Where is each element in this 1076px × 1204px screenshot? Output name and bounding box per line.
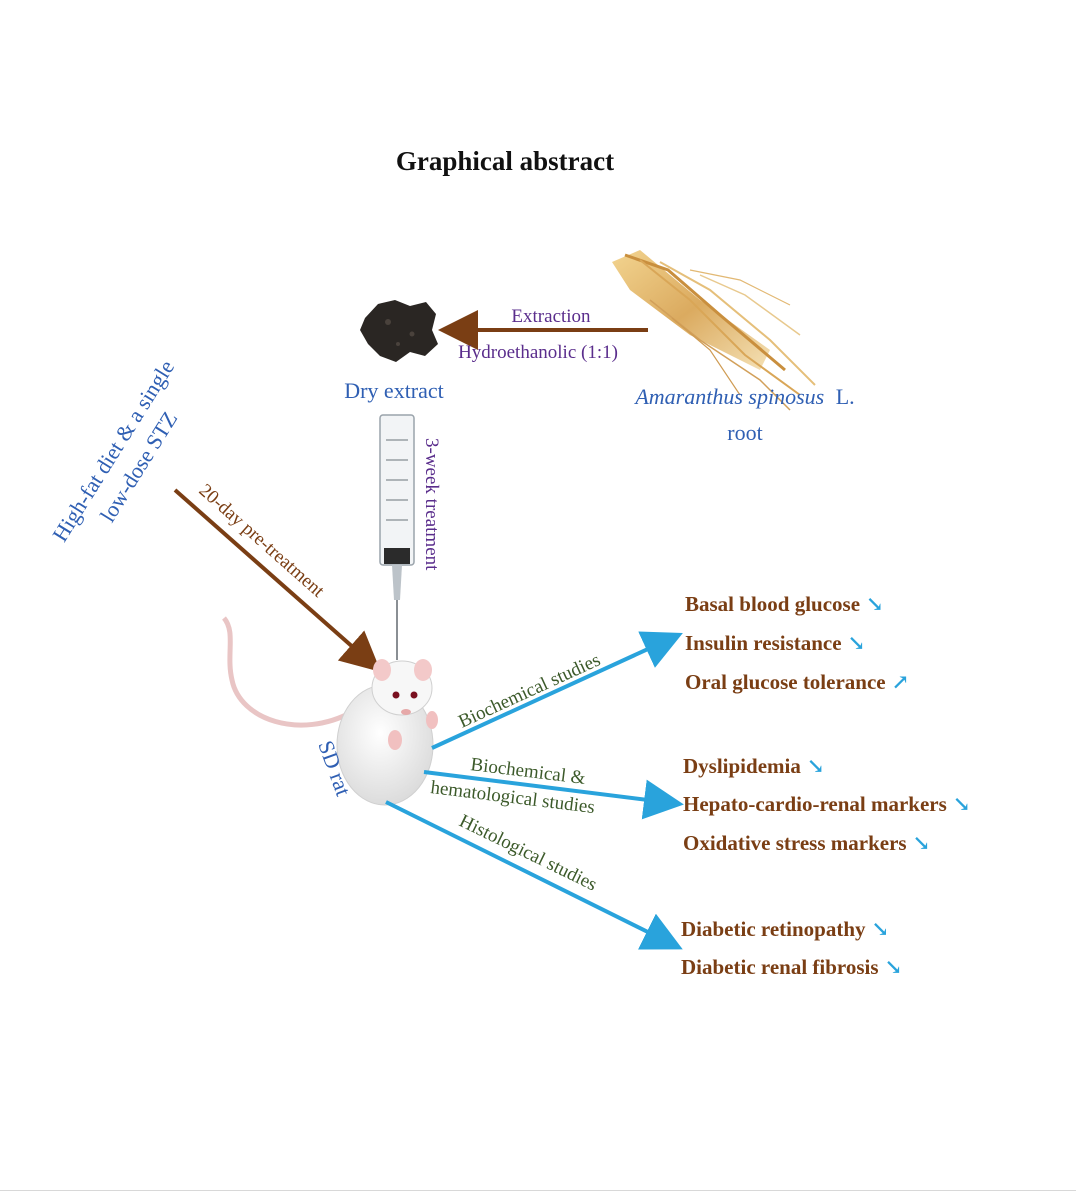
plant-species: Amaranthus spinosus (633, 384, 824, 409)
outcome-item: Diabetic renal fibrosis↘ (681, 955, 902, 979)
rat-image (221, 616, 438, 806)
histological-studies-label: Histological studies (456, 811, 600, 896)
outcome-item: Insulin resistance↘ (685, 631, 865, 655)
outcome-item: Diabetic retinopathy↘ (681, 917, 889, 941)
decrease-arrow-icon: ↘ (953, 792, 971, 816)
root-image (612, 250, 816, 411)
decrease-arrow-icon: ↘ (913, 831, 931, 855)
decrease-arrow-icon: ↘ (866, 592, 884, 616)
outcomes-list: Basal blood glucose↘ Insulin resistance↘… (681, 592, 970, 979)
decrease-arrow-icon: ↘ (807, 754, 825, 778)
increase-arrow-icon: ↗ (892, 670, 910, 694)
outcome-item: Oral glucose tolerance↗ (685, 670, 909, 694)
outcome-item: Basal blood glucose↘ (685, 592, 884, 616)
treatment-label: 3-week treatment (421, 438, 442, 571)
biochem-hemato-arrow (423, 770, 684, 820)
biochemical-arrow (431, 631, 683, 750)
plant-authority: L. (836, 384, 855, 409)
outcome-item: Dyslipidemia↘ (683, 754, 824, 778)
outcome-item: Hepato-cardio-renal markers↘ (683, 792, 970, 816)
plant-part: root (727, 420, 762, 445)
dry-extract-label: Dry extract (344, 378, 444, 403)
page-title: Graphical abstract (396, 146, 614, 176)
dry-extract-image (360, 300, 438, 362)
histological-arrow (385, 800, 683, 950)
pretreatment-arrow (173, 488, 381, 672)
biochemical-studies-label: Biochemical studies (455, 650, 603, 733)
pretreatment-label: 20-day pre-treatment (195, 480, 329, 602)
induction-text: High-fat diet & a single low-dose STZ (47, 356, 182, 546)
extraction-label: Extraction (511, 306, 591, 327)
outcome-item: Oxidative stress markers↘ (683, 831, 930, 855)
decrease-arrow-icon: ↘ (872, 917, 890, 941)
solvent-label: Hydroethanolic (1:1) (458, 342, 618, 363)
syringe-image (379, 414, 415, 660)
plant-name: Amaranthus spinosus L. (633, 384, 854, 409)
bottom-divider (0, 1190, 1076, 1191)
decrease-arrow-icon: ↘ (848, 631, 866, 655)
decrease-arrow-icon: ↘ (885, 955, 903, 979)
